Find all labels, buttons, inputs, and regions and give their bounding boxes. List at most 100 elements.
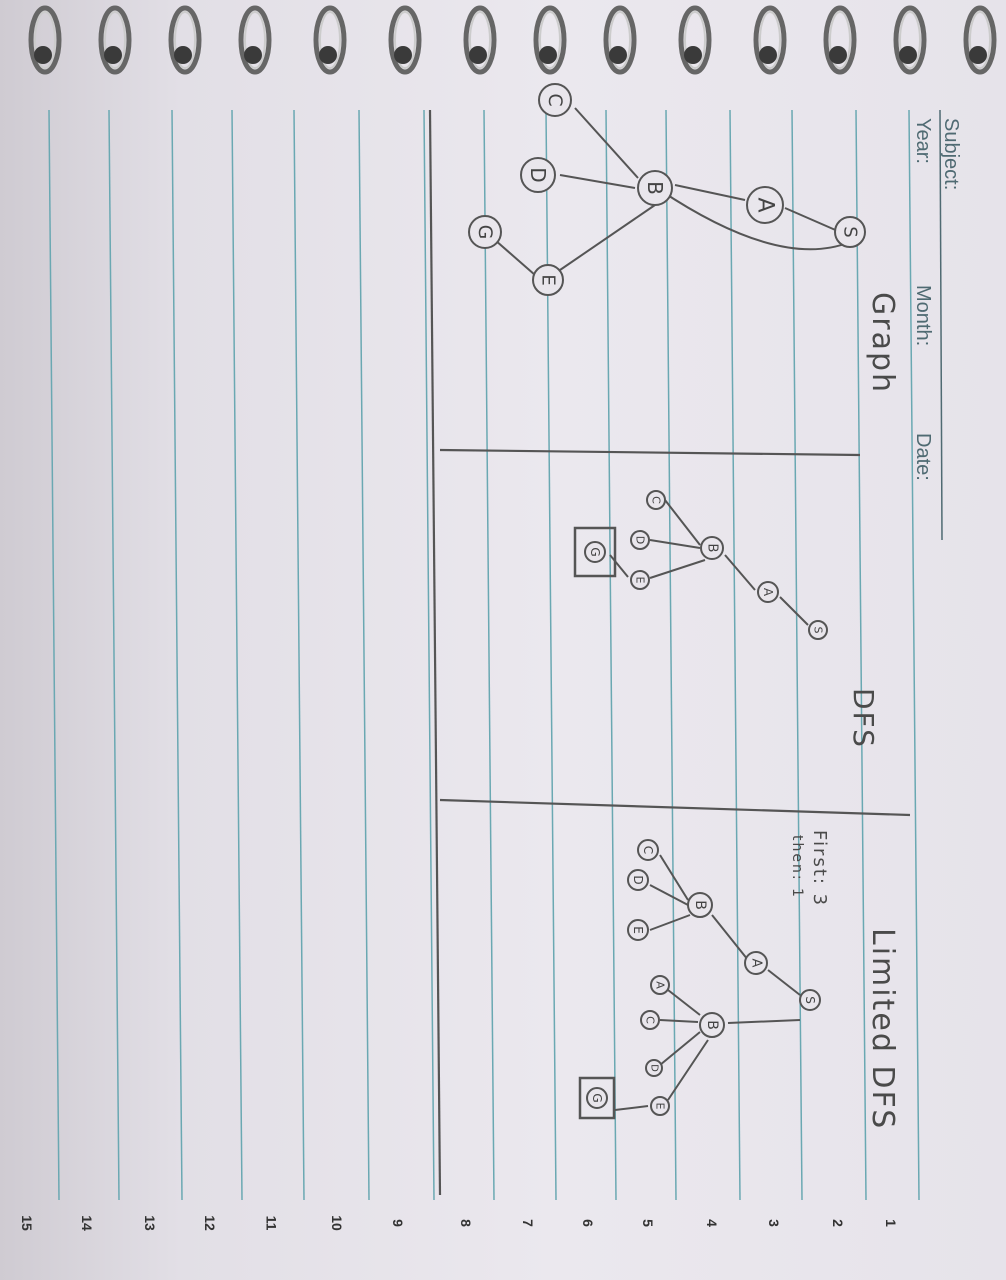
- ldfs2-node-b: B: [699, 1012, 725, 1038]
- ldfs2-edge-b-e: [667, 1039, 709, 1101]
- dfs-node-e: E: [630, 570, 650, 590]
- ldfs1-edge-b-e: [649, 914, 691, 931]
- edge-b-e: [559, 204, 656, 271]
- node-label: B: [705, 544, 720, 553]
- ldfs1-node-c: C: [637, 839, 659, 861]
- limited-dfs-title: Limited DFS: [865, 928, 900, 1131]
- spiral-ring: [98, 5, 132, 75]
- ldfs2-node-a: A: [650, 975, 670, 995]
- node-label: S: [803, 996, 817, 1004]
- node-label: B: [692, 900, 708, 910]
- node-label: A: [749, 959, 764, 968]
- node-label: S: [840, 226, 861, 237]
- line-number: 10: [328, 1215, 345, 1231]
- ldfs2-edge-e-g: [614, 1105, 649, 1111]
- node-label: D: [631, 875, 645, 884]
- line-number: 3: [765, 1219, 782, 1227]
- header-rule: [939, 109, 943, 541]
- node-label: B: [704, 1020, 720, 1030]
- spiral-ring: [533, 5, 567, 75]
- node-label: C: [544, 93, 566, 106]
- ruled-line: [665, 109, 677, 1201]
- spiral-ring: [388, 5, 422, 75]
- ldfs2-edge-b-d: [659, 1031, 701, 1066]
- dfs-node-a: A: [757, 581, 779, 603]
- node-label: D: [649, 1064, 660, 1072]
- ruled-line: [423, 109, 435, 1201]
- month-label: Month:: [912, 285, 934, 347]
- dfs-goal-box: [573, 526, 617, 578]
- ruled-lines: [48, 109, 943, 1201]
- ruled-line: [293, 109, 305, 1201]
- line-number: 4: [703, 1219, 720, 1227]
- edge-e-g: [494, 239, 536, 276]
- line-number: 6: [579, 1219, 596, 1227]
- spiral-ring: [963, 5, 997, 75]
- graph-node-s: S: [834, 216, 866, 248]
- node-label: S: [812, 627, 825, 634]
- ruled-line: [483, 109, 495, 1201]
- ldfs1-node-b: B: [687, 892, 713, 918]
- divider-dfs-limited: [439, 798, 911, 817]
- dfs-edge-b-d: [649, 539, 701, 549]
- spiral-ring: [313, 5, 347, 75]
- dfs-node-c: C: [646, 490, 666, 510]
- ldfs1-edge-a-b: [711, 914, 749, 961]
- section-dividers: [428, 109, 911, 1196]
- graph-node-a: A: [746, 186, 784, 224]
- line-number: 1: [882, 1219, 899, 1227]
- year-label: Year:: [912, 118, 934, 164]
- ldfs1-node-a: A: [744, 951, 768, 975]
- spiral-ring: [238, 5, 272, 75]
- line-number: 5: [639, 1219, 656, 1227]
- ldfs1-edge-b-d: [649, 884, 689, 906]
- edge-b-c: [574, 107, 639, 179]
- spiral-ring: [678, 5, 712, 75]
- node-label: A: [761, 588, 775, 597]
- ldfs2-edge-b-c: [659, 1019, 699, 1023]
- ldfs1-node-s: S: [799, 989, 821, 1011]
- ruled-line: [908, 109, 920, 1201]
- line-number: 12: [201, 1215, 218, 1231]
- limited-note-then: then: 1: [789, 835, 805, 899]
- ldfs2-edge-s-b: [727, 1019, 801, 1024]
- divider-graph-dfs: [439, 448, 861, 457]
- node-label: B: [643, 181, 667, 195]
- ruled-line: [855, 109, 867, 1201]
- line-number: 11: [263, 1215, 280, 1231]
- dfs-node-b: B: [700, 536, 724, 560]
- ruled-line: [358, 109, 370, 1201]
- line-number: 9: [389, 1219, 406, 1227]
- ruled-line: [791, 109, 803, 1201]
- spiral-ring: [753, 5, 787, 75]
- node-label: C: [650, 496, 663, 504]
- spiral-binding: [28, 5, 997, 75]
- dfs-edge-e-g: [609, 554, 629, 578]
- graph-node-e: E: [532, 264, 564, 296]
- node-label: E: [654, 1103, 667, 1110]
- spiral-ring: [168, 5, 202, 75]
- node-label: A: [753, 197, 778, 212]
- ldfs2-node-d: D: [645, 1059, 663, 1077]
- ldfs1-edge-s-a: [767, 969, 801, 996]
- ruled-line: [171, 109, 183, 1201]
- ldfs1-node-d: D: [627, 869, 649, 891]
- line-number: 7: [519, 1219, 536, 1227]
- dfs-edge-a-b: [724, 554, 756, 591]
- ruled-line: [48, 109, 60, 1201]
- spiral-ring: [28, 5, 62, 75]
- graph-edges: [494, 107, 851, 1111]
- subject-label: Subject:: [940, 118, 962, 191]
- node-label: C: [641, 846, 655, 854]
- node-label: E: [634, 577, 647, 584]
- dfs-node-g: G: [584, 541, 606, 563]
- ldfs2-node-e: E: [650, 1096, 670, 1116]
- graph-node-d: D: [520, 157, 556, 193]
- edge-s-a: [784, 207, 841, 233]
- dfs-edge-b-e: [649, 559, 706, 579]
- line-number: 8: [457, 1219, 474, 1227]
- ruled-line: [729, 109, 741, 1201]
- line-number: 13: [141, 1215, 158, 1231]
